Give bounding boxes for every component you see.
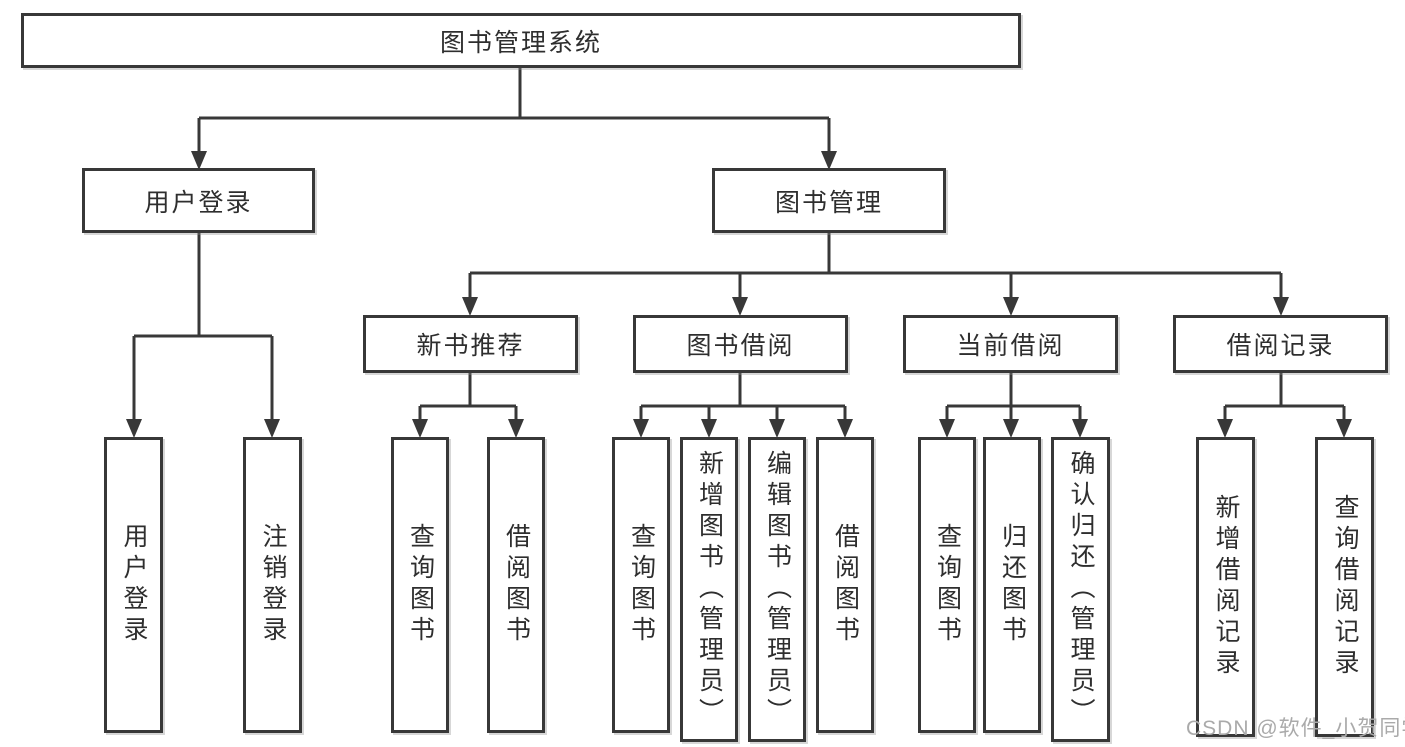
- leaf-edit-book-admin: 编辑图书（管理员）: [748, 437, 806, 742]
- leaf-return-book: 归还图书: [983, 437, 1041, 733]
- leaf-borrow-books-borrowing: 借阅图书: [816, 437, 874, 733]
- connector-borrowrecord-to-leaves: [1223, 373, 1346, 424]
- connector-root-to-level2: [197, 68, 831, 156]
- node-user-login: 用户登录: [82, 168, 315, 233]
- node-label: 借阅图书: [502, 523, 531, 647]
- node-label: 新增图书（管理员）: [695, 450, 724, 729]
- leaf-add-book-admin: 新增图书（管理员）: [680, 437, 738, 742]
- node-label: 用户登录: [144, 188, 253, 217]
- node-label: 查询图书: [933, 523, 962, 647]
- leaf-borrow-books-recommend: 借阅图书: [487, 437, 545, 733]
- node-label: 借阅图书: [831, 523, 860, 647]
- node-label: 查询借阅记录: [1331, 494, 1359, 680]
- node-book-management: 图书管理: [712, 168, 946, 233]
- csdn-watermark: CSDN @软件_小贺同学: [1186, 717, 1405, 740]
- arrowhead-icons: [126, 151, 1352, 438]
- leaf-query-books-current: 查询图书: [918, 437, 976, 733]
- connector-bookmgmt-to-groups: [468, 233, 1283, 302]
- leaf-confirm-return-admin: 确认归还（管理员）: [1051, 437, 1110, 742]
- node-label: 图书管理系统: [439, 28, 602, 57]
- connector-currentborrow-to-leaves: [945, 373, 1082, 424]
- node-label: 借阅记录: [1226, 332, 1335, 360]
- connector-newbook-to-leaves: [418, 373, 518, 424]
- node-label: 确认归还（管理员）: [1067, 450, 1095, 729]
- node-label: 新增借阅记录: [1212, 494, 1240, 680]
- connector-userlogin-to-leaves: [132, 233, 274, 424]
- node-label: 图书管理: [774, 188, 883, 217]
- node-label: 查询图书: [627, 523, 656, 647]
- node-new-book-recommendation: 新书推荐: [363, 315, 578, 373]
- node-label: 归还图书: [998, 523, 1027, 647]
- leaf-add-borrow-record: 新增借阅记录: [1196, 437, 1255, 737]
- node-label: 查询图书: [406, 523, 435, 647]
- node-book-borrowing: 图书借阅: [633, 315, 848, 373]
- leaf-user-login: 用户登录: [104, 437, 163, 733]
- connector-bookborrow-to-leaves: [639, 373, 847, 424]
- node-label: 图书借阅: [686, 332, 795, 360]
- node-current-borrowing: 当前借阅: [903, 315, 1118, 373]
- node-label: 新书推荐: [416, 332, 525, 360]
- node-label: 编辑图书（管理员）: [763, 450, 792, 729]
- leaf-query-books-recommend: 查询图书: [391, 437, 449, 733]
- node-borrowing-records: 借阅记录: [1173, 315, 1388, 373]
- node-library-management-system: 图书管理系统: [21, 13, 1021, 68]
- leaf-query-borrow-record: 查询借阅记录: [1315, 437, 1374, 737]
- node-label: 当前借阅: [956, 332, 1065, 360]
- node-label: 用户登录: [120, 523, 148, 647]
- node-label: 注销登录: [259, 523, 287, 647]
- leaf-logout: 注销登录: [243, 437, 302, 733]
- leaf-query-books-borrowing: 查询图书: [612, 437, 670, 733]
